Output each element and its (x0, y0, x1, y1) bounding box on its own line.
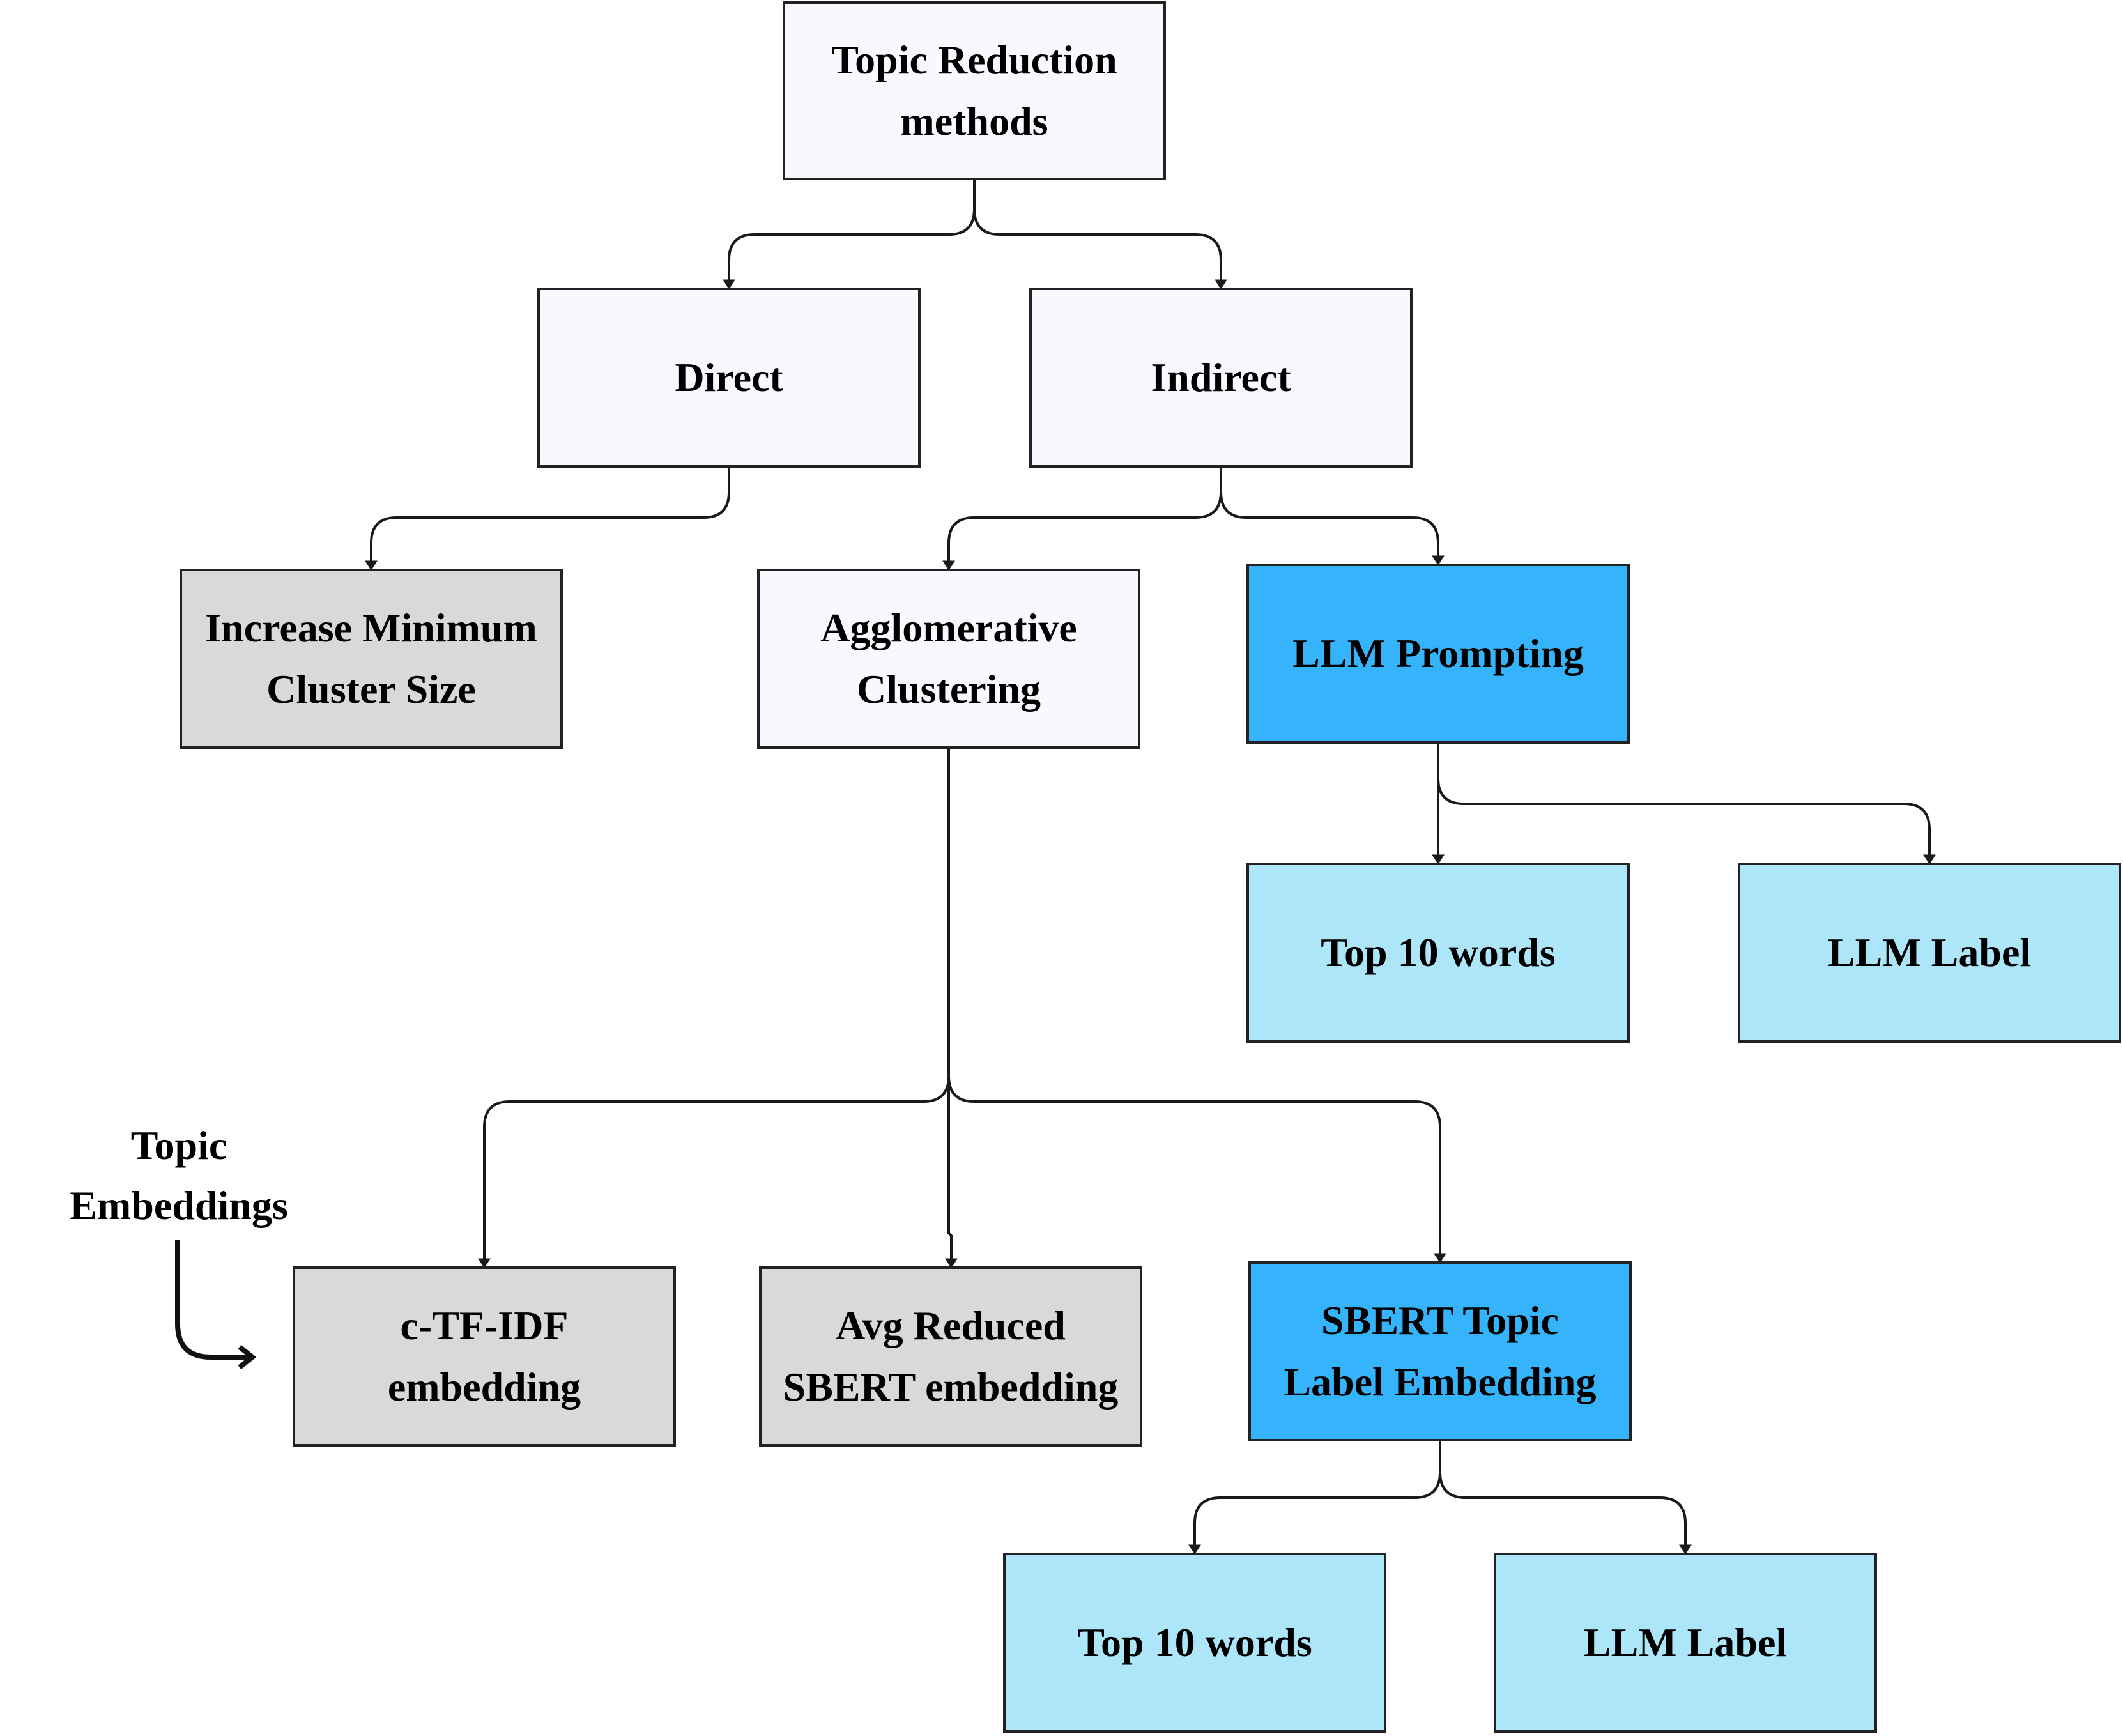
arrowhead-sbert-label (1679, 1544, 1692, 1555)
node-c-tf-idf-embedding: c-TF-IDF embedding (293, 1266, 676, 1447)
arrowhead-llm-label (1923, 854, 1936, 864)
connector-agglomerative-ctfidf (483, 749, 950, 1264)
node-sbert-llm-label: LLM Label (1494, 1553, 1877, 1733)
node-topic-reduction-methods: Topic Reduction methods (783, 1, 1166, 180)
topic-embeddings-pointer-head (238, 1344, 257, 1370)
connector-llm-label (1437, 744, 1931, 860)
node-indirect: Indirect (1029, 288, 1413, 468)
arrowhead-indirect (1215, 279, 1227, 289)
topic-embeddings-label: Topic Embeddings (70, 1123, 288, 1228)
arrowhead-direct (723, 279, 735, 289)
node-llm-top-10-words: Top 10 words (1246, 863, 1630, 1043)
node-increase-minimum-cluster-size: Increase Minimum Cluster Size (180, 569, 563, 749)
connector-root-direct (728, 180, 976, 285)
connector-direct-increase (370, 468, 730, 566)
topic-embeddings-pointer (175, 1240, 249, 1360)
arrowhead-ctfidf (478, 1258, 491, 1268)
arrowhead-llm-top10 (1432, 854, 1445, 864)
arrowhead-avg (945, 1258, 958, 1268)
connector-agglomerative-sbert (947, 749, 1441, 1259)
connector-sbert-top10 (1193, 1441, 1441, 1550)
node-llm-label: LLM Label (1738, 863, 2121, 1043)
arrowhead-llm-prompting (1432, 555, 1445, 565)
arrowhead-increase (365, 560, 378, 571)
node-avg-reduced-sbert-embedding: Avg Reduced SBERT embedding (759, 1266, 1142, 1447)
connector-indirect-agglomerative (947, 468, 1222, 566)
arrowhead-agglomerative (942, 560, 955, 571)
connector-sbert-label (1439, 1441, 1687, 1550)
connector-indirect-llm (1220, 468, 1439, 561)
node-llm-prompting: LLM Prompting (1246, 564, 1630, 744)
arrowhead-sbert-top10 (1188, 1544, 1201, 1555)
connector-root-indirect (973, 180, 1222, 285)
arrowhead-sbert (1434, 1253, 1446, 1263)
node-direct: Direct (537, 288, 921, 468)
node-sbert-top-10-words: Top 10 words (1003, 1553, 1386, 1733)
node-agglomerative-clustering: Agglomerative Clustering (757, 569, 1140, 749)
node-sbert-topic-label-embedding: SBERT Topic Label Embedding (1248, 1261, 1632, 1441)
